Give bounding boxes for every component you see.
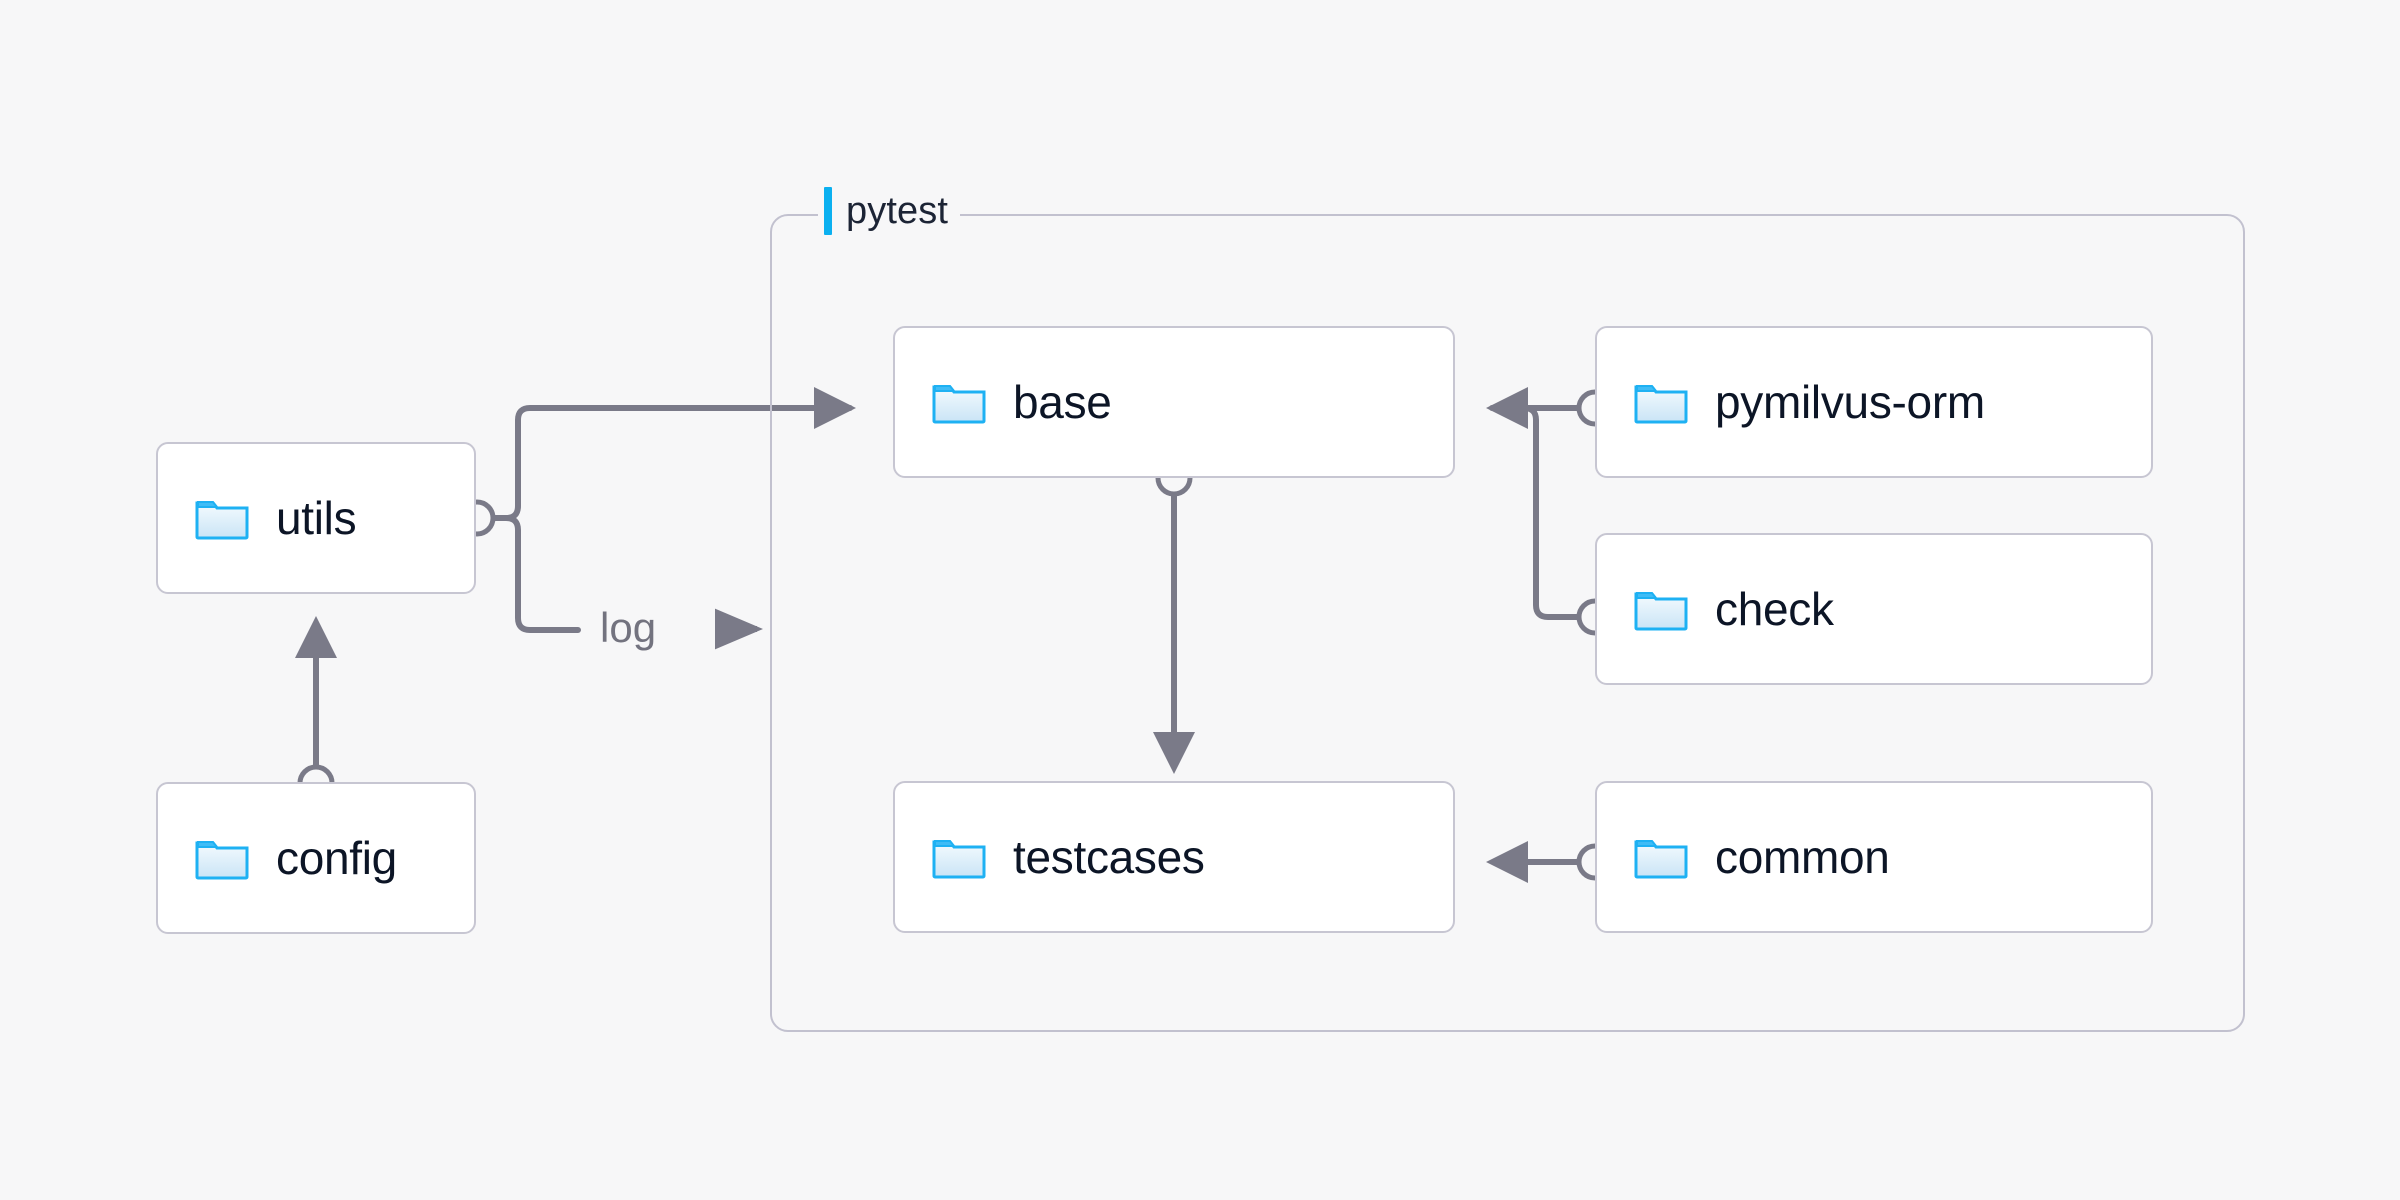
edge-utils-to-log — [491, 515, 581, 633]
node-label: base — [1013, 376, 1112, 428]
node-check[interactable]: check — [1595, 533, 2153, 685]
group-container-pytest[interactable] — [770, 214, 2245, 1032]
node-label: common — [1715, 831, 1890, 883]
folder-icon — [1634, 592, 1688, 631]
vertical-bar-accent-icon — [824, 187, 832, 235]
node-label: utils — [276, 492, 357, 544]
folder-icon — [195, 501, 249, 540]
folder-icon — [932, 840, 986, 879]
folder-icon — [195, 841, 249, 880]
node-label: testcases — [1013, 831, 1205, 883]
node-label: config — [276, 832, 397, 884]
group-title: pytest — [846, 189, 948, 232]
group-label-pytest: pytest — [818, 183, 960, 239]
node-testcases[interactable]: testcases — [893, 781, 1455, 933]
folder-icon — [932, 385, 986, 424]
node-label: check — [1715, 583, 1834, 635]
node-pymilvus-orm[interactable]: pymilvus-orm — [1595, 326, 2153, 478]
node-label: pymilvus-orm — [1715, 376, 1985, 428]
node-base[interactable]: base — [893, 326, 1455, 478]
node-common[interactable]: common — [1595, 781, 2153, 933]
node-utils[interactable]: utils — [156, 442, 476, 594]
folder-icon — [1634, 840, 1688, 879]
folder-icon — [1634, 385, 1688, 424]
node-config[interactable]: config — [156, 782, 476, 934]
edge-label-log: log — [600, 604, 657, 651]
